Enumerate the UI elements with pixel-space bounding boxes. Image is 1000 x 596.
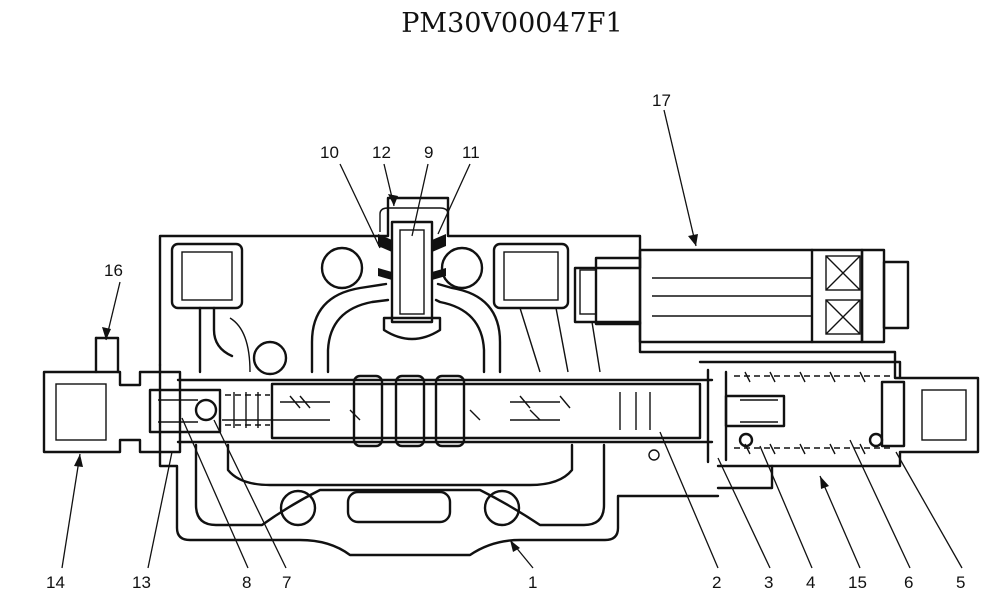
label-3: 3 — [764, 573, 773, 592]
solenoid-valve — [579, 248, 910, 344]
label-14: 14 — [46, 573, 65, 592]
left-end-assembly — [42, 336, 280, 454]
leader-lines — [61, 109, 963, 569]
label-1: 1 — [528, 573, 537, 592]
spool — [270, 374, 702, 448]
label-10: 10 — [320, 143, 339, 162]
right-end-assembly — [698, 360, 980, 490]
callout-labels: 12 9 10 11 17 16 14 13 8 7 1 2 3 4 15 6 … — [46, 91, 965, 592]
label-15: 15 — [848, 573, 867, 592]
label-8: 8 — [242, 573, 251, 592]
label-17: 17 — [652, 91, 671, 110]
label-9: 9 — [424, 143, 433, 162]
label-5: 5 — [956, 573, 965, 592]
label-7: 7 — [282, 573, 291, 592]
label-16: 16 — [104, 261, 123, 280]
label-6: 6 — [904, 573, 913, 592]
label-13: 13 — [132, 573, 151, 592]
label-11: 11 — [462, 143, 480, 162]
valve-body — [158, 196, 902, 557]
label-2: 2 — [712, 573, 721, 592]
center-check-plug — [378, 220, 446, 341]
label-12: 12 — [372, 143, 391, 162]
label-4: 4 — [806, 573, 815, 592]
figure-code: PM30V00047F1 — [401, 8, 622, 39]
